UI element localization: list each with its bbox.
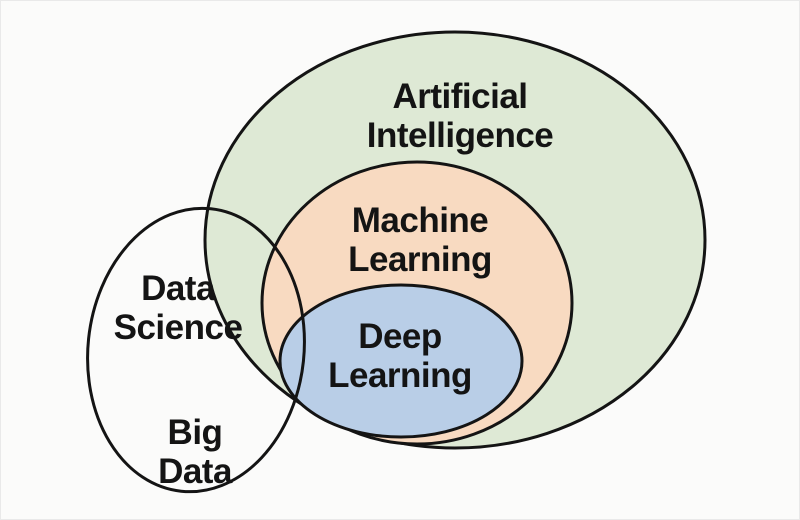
data-science-ellipse [86, 206, 306, 494]
deep-learning-ellipse [278, 283, 524, 439]
